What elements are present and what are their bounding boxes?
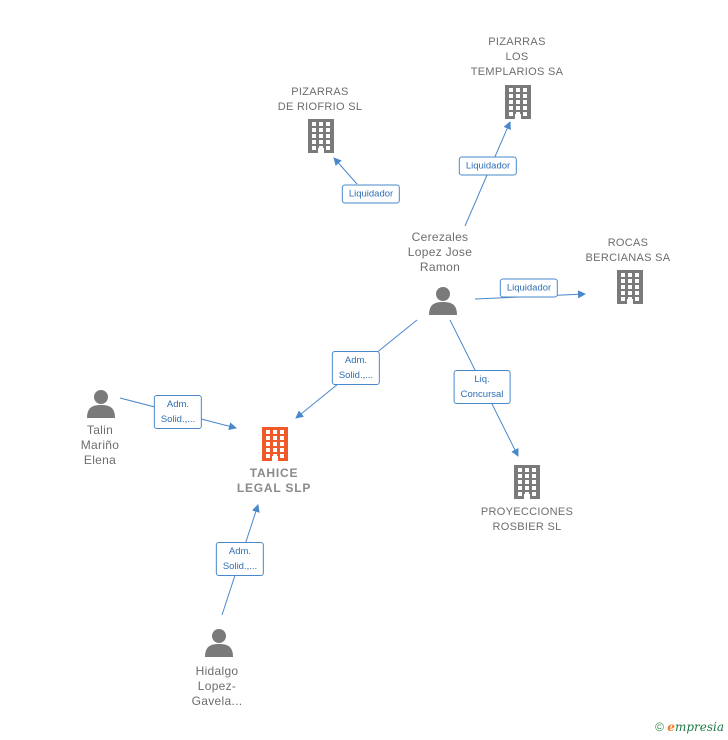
edge-label-adm-solid-talin[interactable]: Adm. Solid.,... — [153, 395, 203, 429]
node-label-cerezales[interactable]: Cerezales Lopez Jose Ramon — [407, 230, 473, 274]
company-icon-rocas-bercianas[interactable] — [614, 270, 646, 309]
empresia-logo: empresia — [667, 720, 724, 734]
edge-label-adm-solid-cerezales[interactable]: Adm. Solid.,... — [331, 351, 381, 385]
node-label-talin[interactable]: Talin Mariño Elena — [80, 423, 120, 467]
company-icon-pizarras-templarios[interactable] — [502, 85, 534, 124]
node-label-pizarras-templarios[interactable]: PIZARRAS LOS TEMPLARIOS SA — [470, 36, 564, 78]
company-icon-proyecciones[interactable] — [511, 465, 543, 504]
edge-label-adm-solid-hidalgo[interactable]: Adm. Solid.,... — [215, 542, 265, 576]
node-label-pizarras-riofrio[interactable]: PIZARRAS DE RIOFRIO SL — [277, 86, 363, 113]
edge-label-liquidador-riofrio[interactable]: Liquidador — [341, 184, 401, 204]
person-icon-cerezales[interactable] — [428, 285, 458, 320]
person-icon-hidalgo[interactable] — [204, 627, 234, 662]
edge-label-liquidador-rocas[interactable]: Liquidador — [499, 278, 559, 298]
footer-brand: © empresia — [655, 720, 724, 734]
node-label-proyecciones[interactable]: PROYECCIONES ROSBIER SL — [480, 506, 574, 533]
node-label-rocas-bercianas[interactable]: ROCAS BERCIANAS SA — [585, 237, 671, 264]
copyright-icon: © — [655, 720, 664, 734]
company-icon-tahice[interactable] — [259, 427, 291, 466]
person-icon-talin[interactable] — [86, 388, 116, 423]
node-label-tahice[interactable]: TAHICE LEGAL SLP — [236, 466, 312, 495]
edge-liquidador-riofrio — [333, 157, 358, 185]
edge-label-liq-concursal[interactable]: Liq. Concursal — [453, 370, 511, 404]
node-label-hidalgo[interactable]: Hidalgo Lopez- Gavela... — [191, 664, 243, 708]
edge-label-liquidador-templarios[interactable]: Liquidador — [458, 156, 518, 176]
company-icon-pizarras-riofrio[interactable] — [305, 119, 337, 158]
